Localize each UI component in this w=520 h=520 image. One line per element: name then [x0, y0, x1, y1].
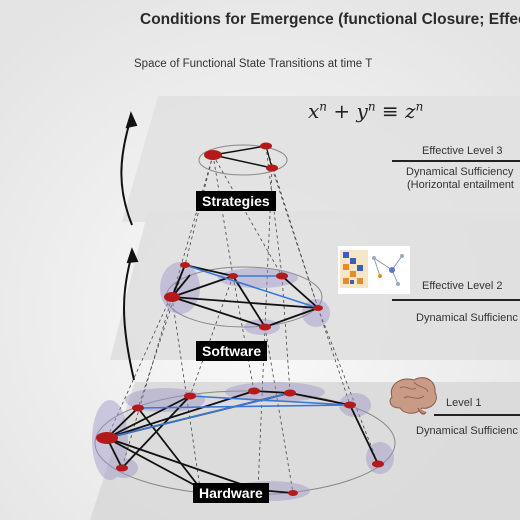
page-title: Conditions for Emergence (functional Clo… — [140, 11, 520, 28]
equation-z: z — [405, 99, 416, 123]
level-3-desc-line-2: (Horizontal entailment — [407, 179, 514, 191]
equation-exp-2: n — [367, 99, 376, 114]
brain-icon — [389, 377, 437, 415]
equation-y: y — [356, 99, 368, 123]
plane-top — [122, 96, 520, 222]
matrix-thumbnail-icon — [338, 246, 410, 294]
level-1-rule — [434, 414, 520, 416]
equation-exp-1: n — [319, 99, 328, 114]
level-3-title: Effective Level 3 — [422, 145, 503, 157]
diagram-subtitle: Space of Functional State Transitions at… — [134, 58, 373, 70]
network-middle — [160, 262, 330, 335]
strategies-label: Strategies — [196, 191, 276, 211]
level-1-title: Level 1 — [446, 397, 482, 409]
equation-equiv: ≡ — [381, 99, 399, 123]
network-bottom — [92, 382, 396, 501]
equation-plus: + — [333, 99, 351, 123]
level-2-title: Effective Level 2 — [422, 280, 503, 292]
plane-middle — [110, 211, 520, 360]
level-2-rule — [392, 299, 520, 301]
equation-exp-3: n — [415, 99, 424, 114]
software-label: Software — [196, 341, 268, 361]
level-3-desc-line-1: Dynamical Sufficiency — [406, 166, 514, 178]
network-top — [198, 142, 288, 176]
level-3-rule — [392, 160, 520, 162]
level-1-desc: Dynamical Sufficienc — [416, 425, 518, 437]
up-arrow-icon — [120, 111, 139, 381]
hardware-label: Hardware — [193, 483, 269, 503]
level-2-desc: Dynamical Sufficienc — [416, 312, 518, 324]
equation-x: x — [308, 99, 320, 123]
equation: xn + yn ≡ zn — [308, 99, 423, 123]
